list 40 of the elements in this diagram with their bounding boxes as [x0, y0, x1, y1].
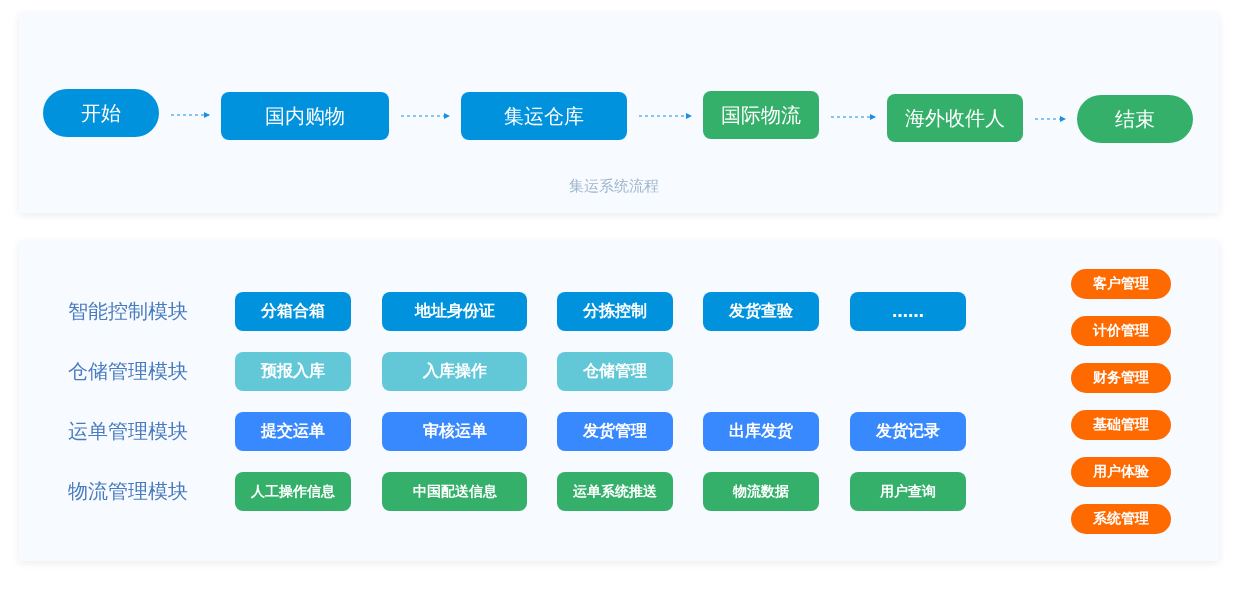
module-box: 审核运单 — [382, 412, 527, 451]
feature-pill: 基础管理 — [1071, 410, 1171, 440]
process-box: 国际物流 — [703, 91, 819, 139]
row-heading: 智能控制模块 — [68, 297, 188, 325]
module-box: 提交运单 — [235, 412, 351, 451]
row-heading: 物流管理模块 — [68, 477, 188, 505]
feature-pill: 客户管理 — [1071, 269, 1171, 299]
module-box: 发货查验 — [703, 292, 819, 331]
feature-pill: 计价管理 — [1071, 316, 1171, 346]
module-box: 地址身份证 — [382, 292, 527, 331]
arrow — [170, 112, 210, 118]
module-box: 运单系统推送 — [557, 472, 673, 511]
row-heading: 仓储管理模块 — [68, 357, 188, 385]
arrow — [638, 113, 692, 119]
module-box: 发货管理 — [557, 412, 673, 451]
module-box: 物流数据 — [703, 472, 819, 511]
module-box: 入库操作 — [382, 352, 527, 391]
module-box: 出库发货 — [703, 412, 819, 451]
process-box: 集运仓库 — [461, 92, 627, 140]
row-heading: 运单管理模块 — [68, 417, 188, 445]
arrow — [830, 114, 876, 120]
feature-pill: 系统管理 — [1071, 504, 1171, 534]
module-box: 分箱合箱 — [235, 292, 351, 331]
end-terminal: 结束 — [1077, 95, 1193, 143]
arrow — [1034, 116, 1066, 122]
process-box: 国内购物 — [221, 92, 389, 140]
module-box: 中国配送信息 — [382, 472, 527, 511]
module-box: 人工操作信息 — [235, 472, 351, 511]
arrow — [400, 113, 450, 119]
module-box: 发货记录 — [850, 412, 966, 451]
process-box: 海外收件人 — [887, 94, 1023, 142]
module-box: …… — [850, 292, 966, 331]
feature-pill: 用户体验 — [1071, 457, 1171, 487]
module-box: 用户查询 — [850, 472, 966, 511]
feature-pill: 财务管理 — [1071, 363, 1171, 393]
module-box: 仓储管理 — [557, 352, 673, 391]
start-terminal: 开始 — [43, 89, 159, 137]
module-box: 预报入库 — [235, 352, 351, 391]
caption: 集运系统流程 — [569, 176, 659, 196]
module-box: 分拣控制 — [557, 292, 673, 331]
